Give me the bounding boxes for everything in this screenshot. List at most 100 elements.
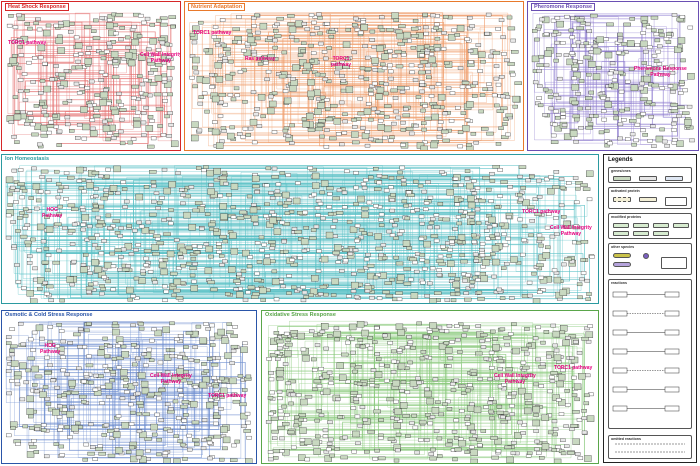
species-node: [671, 121, 677, 126]
species-node: [92, 243, 98, 247]
species-node: [390, 370, 397, 374]
species-node: [459, 84, 466, 89]
species-node: [397, 419, 403, 423]
species-node: [561, 123, 568, 127]
species-node: [319, 134, 325, 139]
species-node: [483, 405, 489, 409]
species-node: [421, 127, 427, 132]
reaction-edge: [103, 185, 521, 263]
species-node: [556, 380, 564, 388]
species-node: [55, 195, 62, 200]
species-node: [246, 264, 253, 269]
species-node: [653, 32, 660, 37]
species-node: [520, 360, 527, 365]
species-node: [25, 368, 31, 373]
species-node: [576, 26, 584, 30]
species-node: [270, 416, 279, 421]
species-node: [448, 273, 456, 277]
species-node: [377, 25, 384, 29]
species-node: [492, 258, 500, 266]
species-node: [584, 455, 592, 462]
species-node: [84, 86, 90, 90]
species-node: [448, 279, 455, 284]
species-node: [478, 198, 486, 203]
species-node: [156, 372, 162, 376]
species-node: [150, 423, 158, 431]
species-node: [671, 137, 678, 142]
species-node: [28, 414, 34, 419]
species-node: [219, 18, 226, 22]
species-node: [231, 392, 237, 397]
species-node: [409, 70, 415, 75]
species-node: [454, 324, 460, 328]
species-node: [194, 201, 203, 205]
species-node: [156, 241, 165, 245]
species-node: [534, 212, 542, 216]
reaction-edge: [374, 352, 405, 367]
species-node: [586, 72, 592, 77]
species-node: [468, 437, 477, 441]
species-node: [466, 182, 474, 190]
species-node: [9, 352, 15, 357]
species-node: [233, 86, 240, 91]
species-node: [491, 455, 499, 460]
species-node: [578, 373, 586, 380]
species-node: [161, 218, 167, 222]
species-node: [168, 181, 176, 188]
species-node: [553, 354, 562, 362]
species-node: [403, 107, 409, 112]
species-node: [462, 278, 468, 283]
nodes: [531, 13, 695, 148]
species-node: [461, 81, 470, 85]
species-node: [454, 202, 460, 207]
species-node: [6, 391, 12, 396]
species-node: [389, 277, 395, 282]
species-node: [198, 226, 205, 231]
species-node: [564, 257, 572, 262]
species-node: [375, 246, 383, 251]
species-node: [194, 442, 200, 446]
species-node: [283, 249, 289, 254]
species-node: [267, 107, 275, 115]
species-node: [27, 116, 34, 120]
species-node: [268, 240, 276, 244]
species-node: [37, 142, 43, 147]
species-node: [300, 347, 307, 352]
species-node: [185, 331, 194, 335]
species-node: [555, 115, 561, 120]
species-node: [234, 439, 240, 444]
species-node: [528, 233, 534, 238]
reaction-edge: [236, 14, 503, 123]
species-node: [320, 180, 329, 187]
reaction-edge: [380, 195, 389, 244]
species-node: [107, 45, 113, 49]
species-node: [315, 213, 321, 218]
species-node: [394, 417, 400, 421]
species-node: [105, 213, 112, 218]
species-node: [494, 437, 502, 445]
species-node: [285, 342, 293, 347]
species-node: [488, 54, 494, 59]
species-node: [141, 20, 147, 25]
species-node: [559, 330, 565, 335]
species-node: [531, 55, 540, 63]
species-node: [564, 444, 570, 448]
species-node: [58, 185, 65, 190]
reaction-edge: [264, 271, 476, 289]
species-node: [90, 445, 96, 449]
reaction-edge: [97, 378, 180, 445]
pathway-label-torc1: TORC1 pathway: [554, 365, 593, 371]
species-node: [59, 453, 65, 457]
species-node: [479, 93, 486, 97]
species-node: [345, 340, 351, 345]
species-node: [308, 236, 317, 240]
species-node: [677, 105, 685, 110]
species-node: [351, 118, 357, 122]
species-node: [83, 253, 89, 257]
species-node: [585, 339, 592, 344]
species-node: [31, 330, 38, 335]
species-node: [351, 272, 357, 276]
legend-section-title: omitted reactions: [611, 437, 641, 441]
species-node: [207, 188, 215, 195]
species-node: [509, 404, 515, 408]
